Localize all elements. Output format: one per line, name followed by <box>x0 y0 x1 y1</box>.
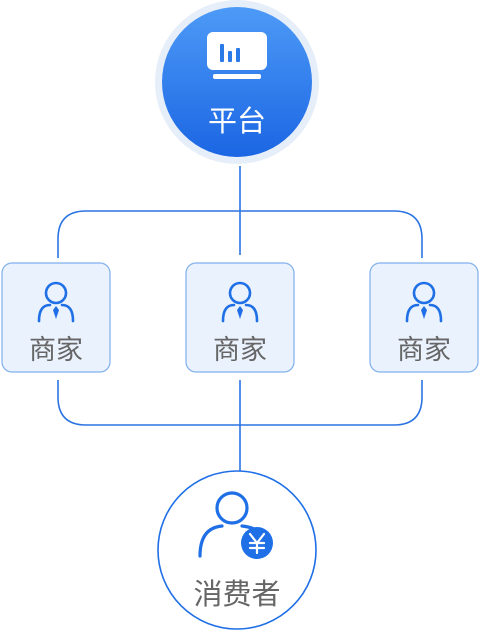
consumer-label: 消费者 <box>193 577 280 611</box>
platform-node: 平台 <box>155 0 319 164</box>
merchant-label: 商家 <box>213 335 267 366</box>
consumer-circle <box>157 470 317 630</box>
merchant-node: 商家 <box>369 262 479 373</box>
merchant-label: 商家 <box>397 335 451 366</box>
merchant-node: 商家 <box>1 262 111 373</box>
connector-lines <box>57 166 423 471</box>
merchant-person-icon <box>405 281 443 323</box>
merchant-person-icon <box>37 281 75 323</box>
top-bracket-line <box>57 210 423 258</box>
monitor-chart-icon <box>207 32 267 79</box>
consumer-yen-icon <box>198 491 273 559</box>
merchant-label: 商家 <box>29 335 83 366</box>
merchant-node: 商家 <box>185 262 295 373</box>
merchant-person-icon <box>221 281 259 323</box>
platform-circle <box>162 7 312 157</box>
platform-label: 平台 <box>208 104 266 138</box>
consumer-node: 消费者 <box>157 470 317 630</box>
